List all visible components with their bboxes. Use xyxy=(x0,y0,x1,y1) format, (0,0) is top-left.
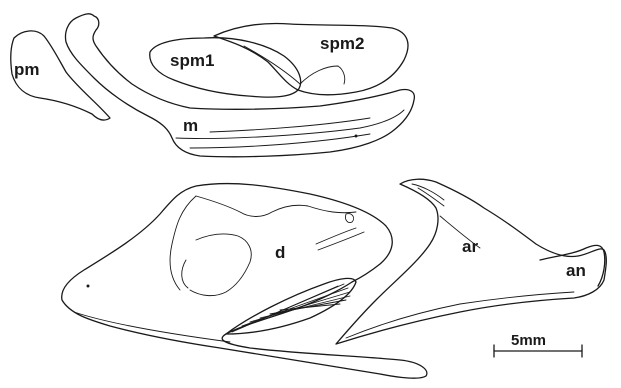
articular-label: ar xyxy=(462,237,478,256)
dentary-label: d xyxy=(275,243,285,262)
scale-bar-label: 5mm xyxy=(511,332,546,349)
supramaxilla-2-label: spm2 xyxy=(320,34,364,53)
angular-label: an xyxy=(566,261,586,280)
maxilla-label: m xyxy=(183,116,198,135)
supramaxilla-2-bone: spm2 xyxy=(214,24,408,95)
scale-bar: 5mm xyxy=(494,332,582,357)
premaxilla-label: pm xyxy=(14,60,40,79)
supramaxilla-1-label: spm1 xyxy=(170,51,214,70)
dentary-bone: d xyxy=(62,184,427,379)
